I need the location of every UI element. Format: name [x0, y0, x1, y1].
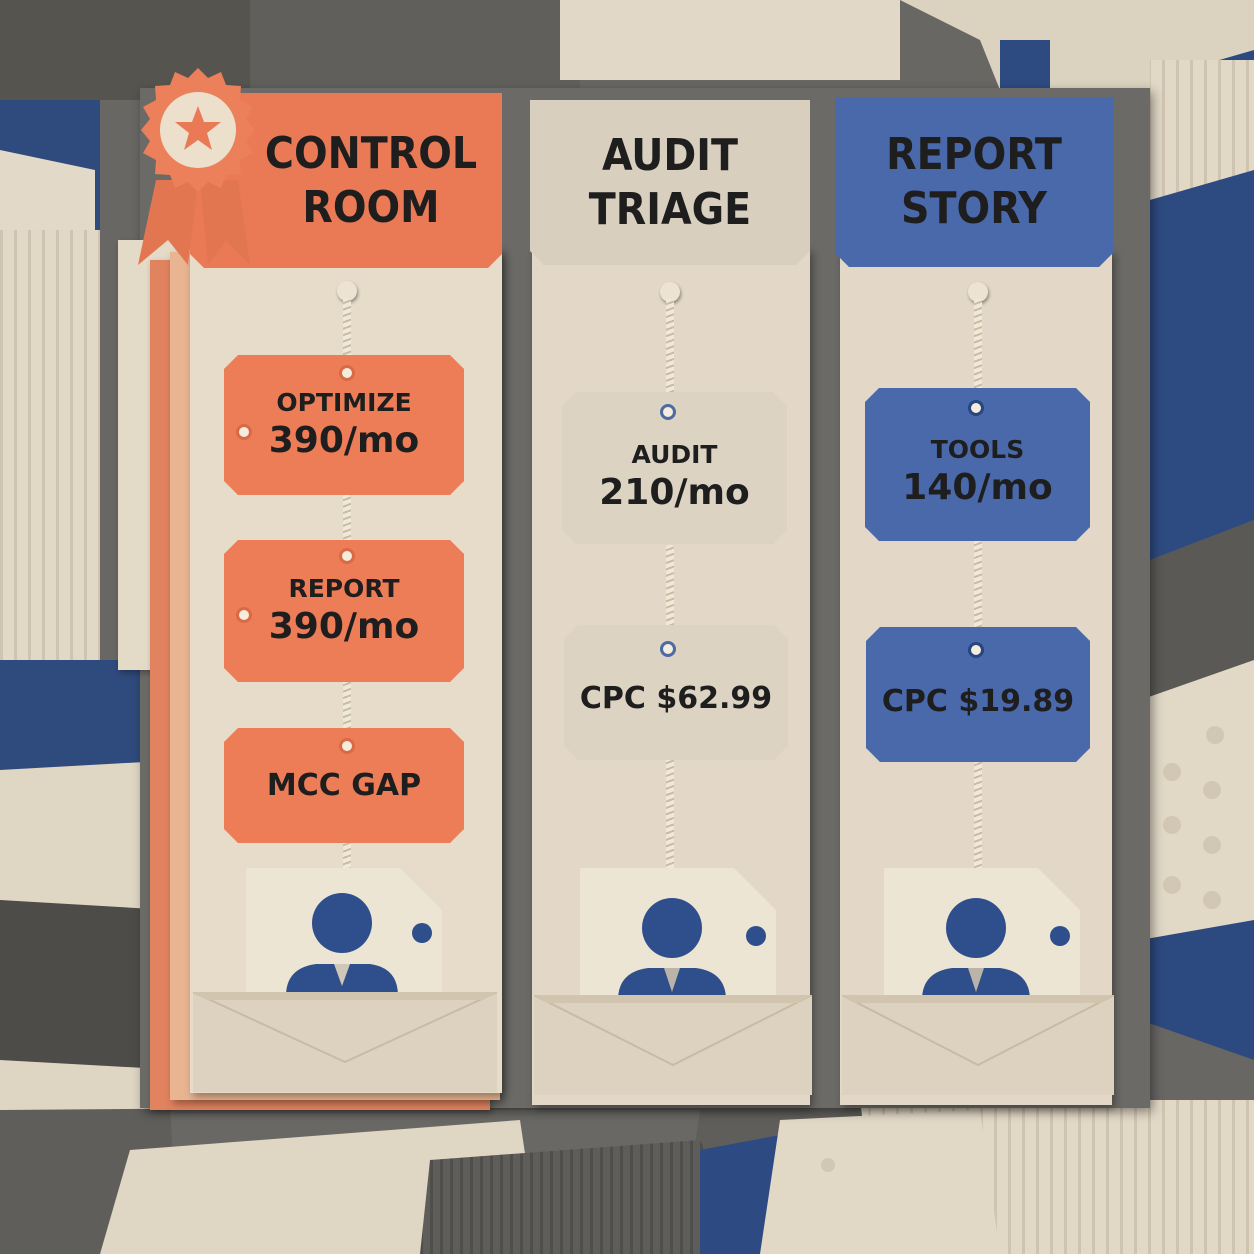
- tag-string: [666, 758, 674, 878]
- tag-label: OPTIMIZE: [276, 388, 412, 417]
- star-rosette-icon: [118, 60, 278, 270]
- tag-eyelet: [339, 548, 355, 564]
- tag-eyelet: [968, 400, 984, 416]
- column-title: REPORT STORY: [886, 129, 1062, 234]
- tag-string: [974, 760, 982, 878]
- column-title: AUDIT TRIAGE: [588, 129, 752, 235]
- tag-text: CPC $62.99: [579, 681, 773, 716]
- pin: [968, 282, 988, 302]
- pin: [337, 281, 357, 301]
- envelope-pocket: [842, 995, 1114, 1095]
- tag-eyelet: [968, 642, 984, 658]
- column-title: CONTROL ROOM: [264, 127, 478, 233]
- tag-label: TOOLS: [930, 434, 1025, 464]
- tag-eyelet: [660, 404, 676, 420]
- tag-string: [666, 299, 674, 409]
- column-header: REPORT STORY: [835, 97, 1113, 267]
- tag-value: 210/mo: [599, 472, 750, 513]
- tag-eyelet: [660, 641, 676, 657]
- tag-text: MCC GAP: [266, 768, 422, 803]
- tag-value: 140/mo: [902, 466, 1053, 508]
- price-tag[interactable]: REPORT 390/mo: [224, 540, 464, 682]
- tag-eyelet: [339, 365, 355, 381]
- tag-label: AUDIT: [631, 440, 718, 469]
- cpc-tag[interactable]: CPC $62.99: [564, 625, 788, 760]
- tag-value: 390/mo: [268, 420, 420, 461]
- tag-string: [343, 495, 351, 555]
- column-header: AUDIT TRIAGE: [530, 100, 810, 265]
- price-tag[interactable]: TOOLS 140/mo: [865, 388, 1090, 541]
- pin: [660, 282, 680, 302]
- tag-string: [343, 840, 351, 880]
- tag-text: CPC $19.89: [881, 684, 1075, 719]
- tag-string: [974, 299, 982, 399]
- tag-eyelet: [339, 738, 355, 754]
- tag-string: [343, 298, 351, 378]
- envelope-pocket: [534, 995, 812, 1095]
- tag-value: 390/mo: [268, 606, 420, 647]
- tag-eyelet: [236, 424, 252, 440]
- tag-label: REPORT: [288, 574, 400, 603]
- envelope-pocket: [193, 992, 497, 1092]
- price-tag[interactable]: AUDIT 210/mo: [562, 392, 787, 544]
- tag-eyelet: [236, 607, 252, 623]
- tag-string: [666, 545, 674, 645]
- tag-string: [343, 680, 351, 740]
- tag-string: [974, 540, 982, 645]
